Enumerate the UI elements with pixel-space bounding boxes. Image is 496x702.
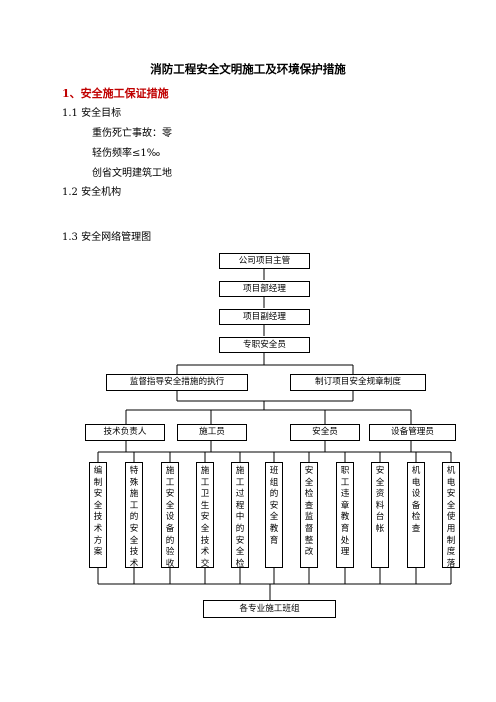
org-box-task: 施工过程中的安全检查 [231, 462, 249, 568]
org-box-task: 安全资料台帐 [371, 462, 389, 568]
org-box-task: 特殊施工的安全技术交底 [125, 462, 143, 568]
org-box-task: 机电安全使用制度落实 [442, 462, 460, 568]
org-box-role-construction-worker: 施工员 [177, 424, 247, 441]
subsection-safety-org: 1.2 安全机构 [62, 187, 122, 198]
org-box-task: 施工安全设备的验收 [161, 462, 179, 568]
org-box-task: 职工违章教育处理 [336, 462, 354, 568]
org-box-task: 班组的安全教育 [265, 462, 283, 568]
section-heading: 1、安全施工保证措施 [62, 87, 169, 100]
org-box-deputy-manager: 项目副经理 [219, 309, 310, 325]
org-box-role-safety-officer: 安全员 [290, 424, 360, 441]
subsection-safety-goals: 1.1 安全目标 [62, 108, 122, 119]
org-box-construction-teams: 各专业施工班组 [203, 600, 336, 618]
org-box-supervise-measures: 监督指导安全措施的执行 [106, 374, 248, 391]
org-box-task: 机电设备检查 [407, 462, 425, 568]
org-box-task: 安全检查监督整改 [300, 462, 318, 568]
subsection-network-chart: 1.3 安全网络管理图 [62, 232, 152, 243]
goal-item-1: 重伤死亡事故：零 [92, 128, 172, 139]
document-title: 消防工程安全文明施工及环境保护措施 [150, 62, 346, 76]
org-box-company-supervisor: 公司项目主管 [219, 253, 310, 269]
goal-item-2: 轻伤频率≤1‰ [92, 148, 161, 159]
org-box-role-equipment-manager: 设备管理员 [369, 424, 456, 441]
org-box-safety-officer: 专职安全员 [219, 337, 310, 353]
org-box-task: 编制安全技术方案 [89, 462, 107, 568]
org-box-project-manager: 项目部经理 [219, 281, 310, 297]
org-box-task: 施工卫生安全技术交底 [196, 462, 214, 568]
org-box-role-technical-lead: 技术负责人 [85, 424, 165, 441]
goal-item-3: 创省文明建筑工地 [92, 168, 172, 179]
org-box-safety-regulations: 制订项目安全规章制度 [290, 374, 426, 391]
